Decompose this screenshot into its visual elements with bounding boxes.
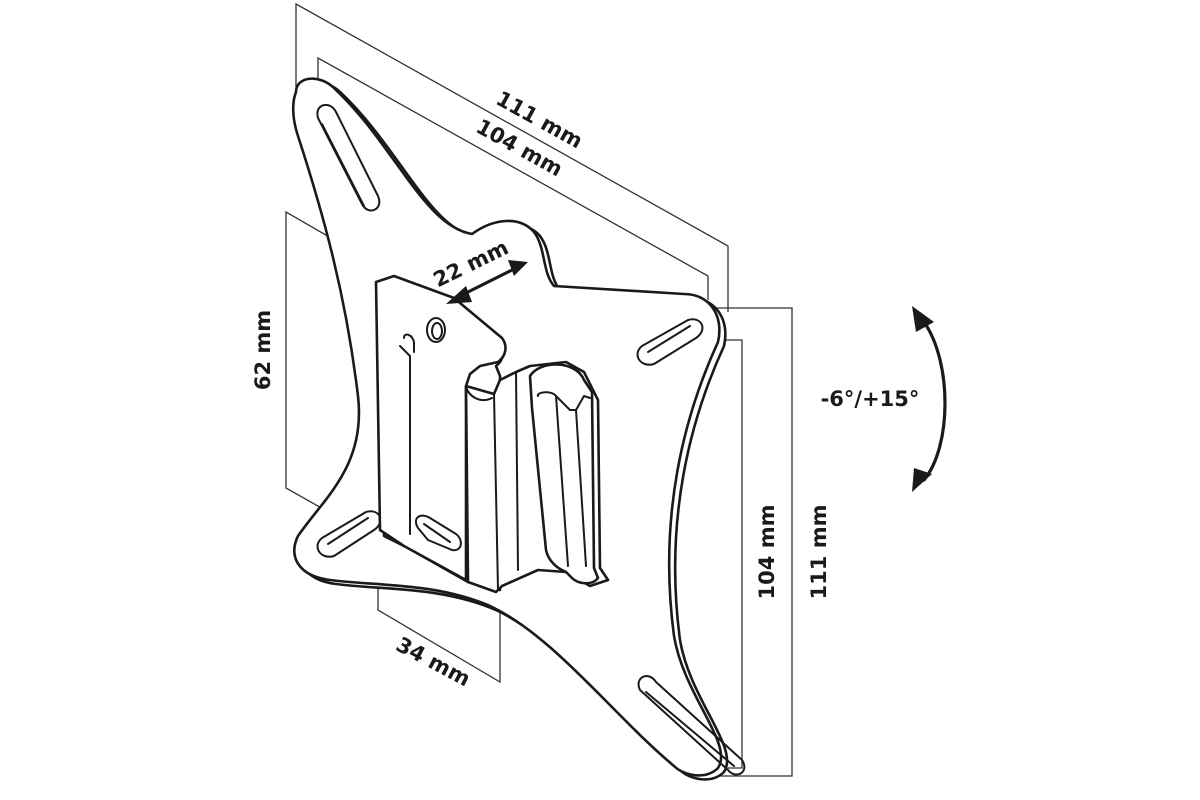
bracket-screw-hole [426, 317, 446, 343]
bracket-lower-slot [414, 514, 462, 552]
tilt-bracket [374, 274, 610, 594]
slot-right [636, 318, 704, 366]
tilt-range-label: -6°/+15° [821, 387, 920, 411]
tilt-arrow [912, 306, 947, 492]
bracket-top-face [374, 274, 507, 582]
bracket-front-tube [528, 363, 600, 585]
slot-bottom-left [316, 510, 382, 558]
slot-bottom-right [637, 675, 746, 776]
dim-width-label: 34 mm [392, 632, 474, 691]
dim-right-inner-label: 104 mm [755, 505, 779, 600]
slot-top-left [316, 103, 381, 212]
dim-height-label: 62 mm [251, 310, 275, 390]
depth-arrow [446, 260, 528, 304]
dim-right-outer-label: 111 mm [807, 505, 831, 600]
